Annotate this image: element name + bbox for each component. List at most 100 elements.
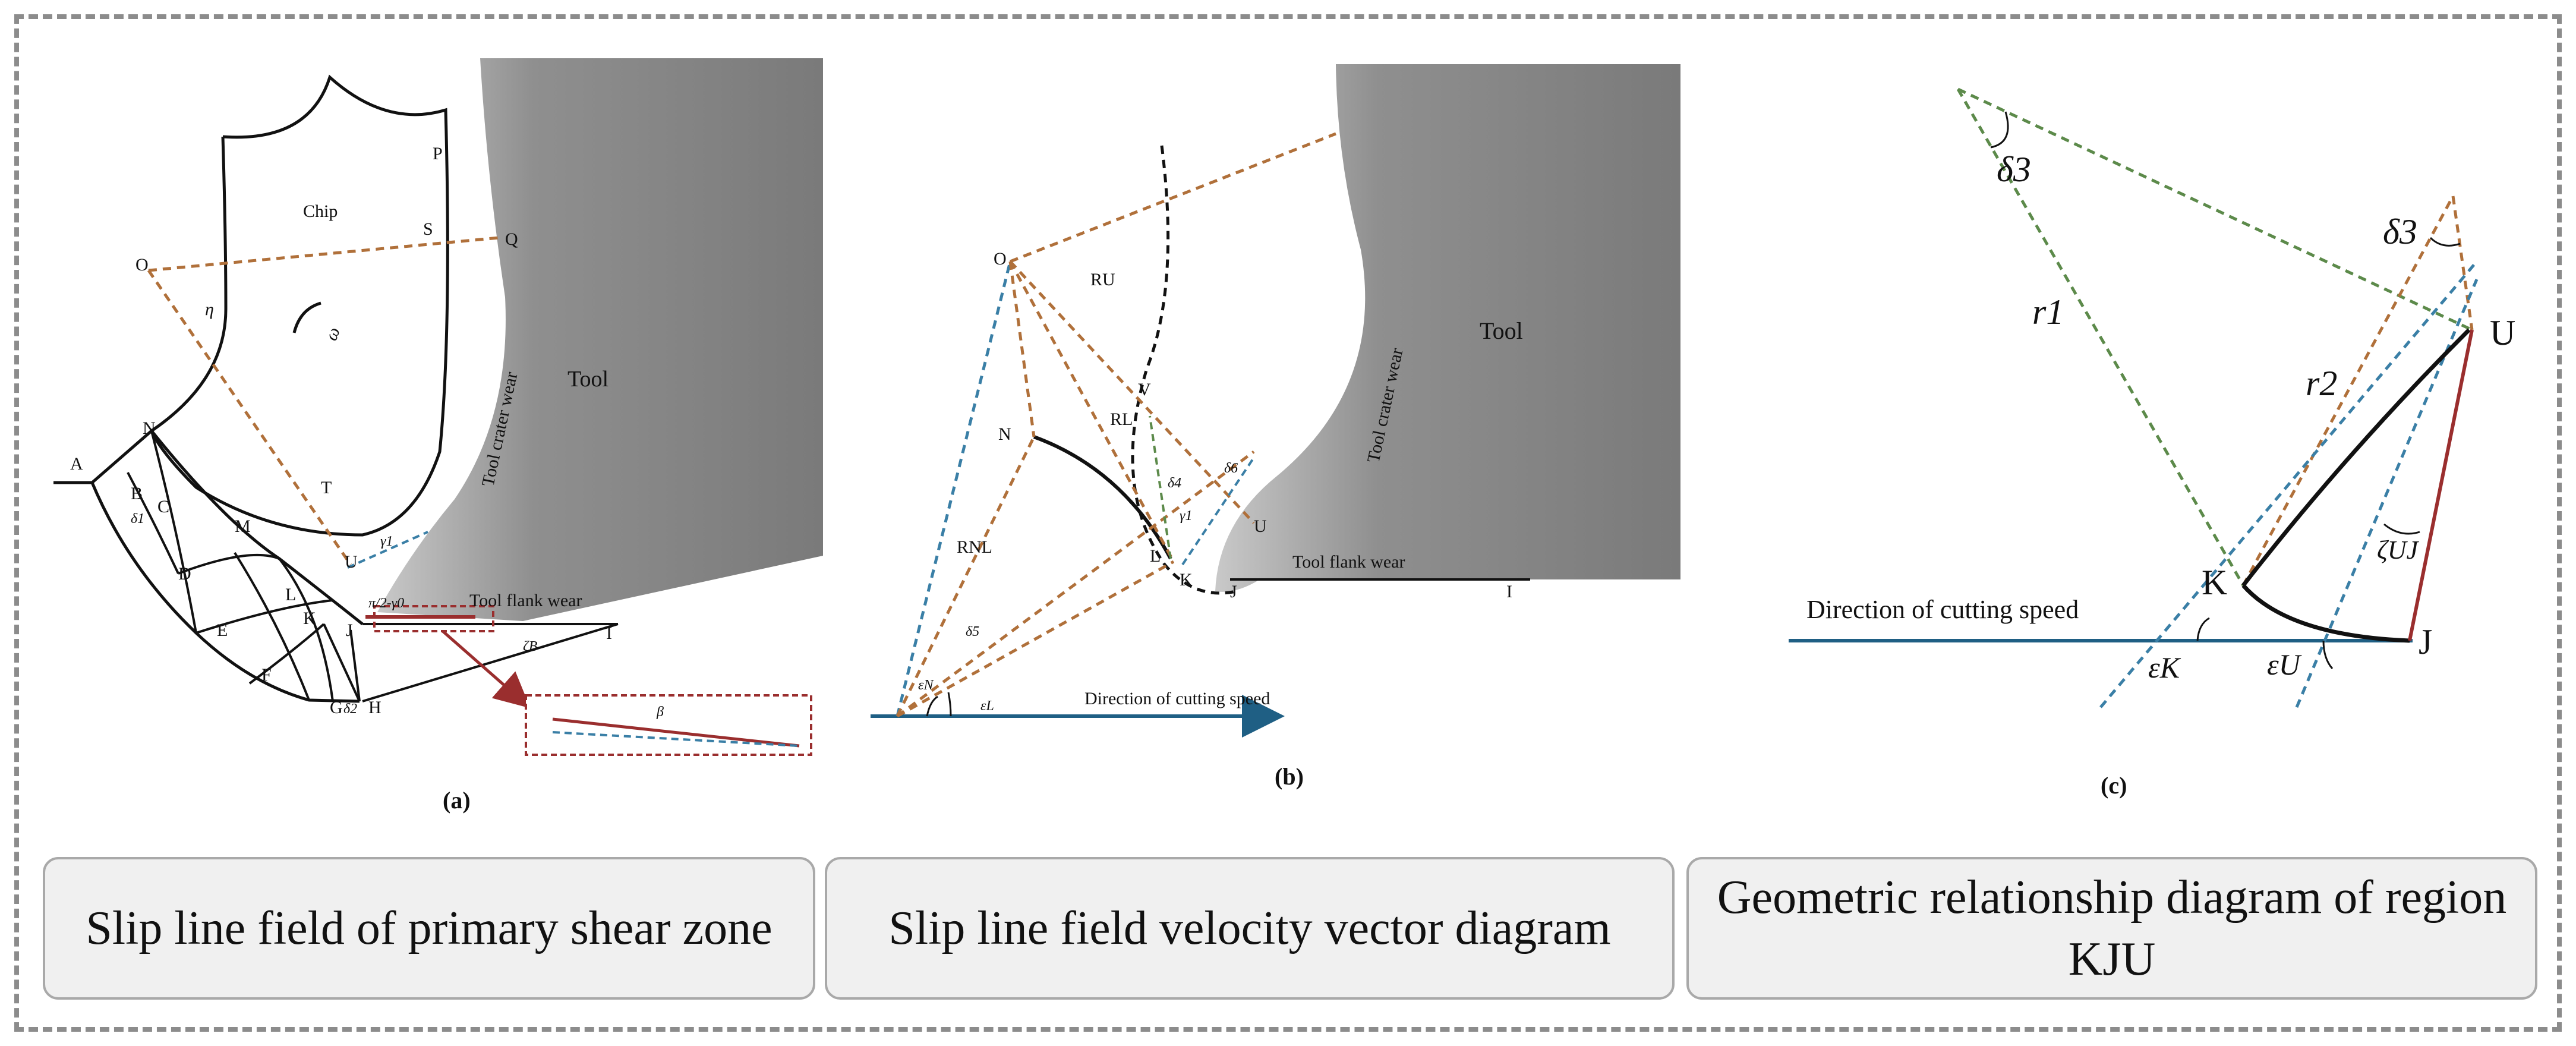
label-epsU: εU bbox=[2267, 648, 2302, 681]
label-B-a: B bbox=[131, 484, 143, 503]
inset-box bbox=[525, 694, 812, 756]
label-G-a: G bbox=[330, 698, 343, 717]
label-J-c: J bbox=[2419, 622, 2432, 661]
arc-delta3-right bbox=[2429, 237, 2461, 247]
angle-arc-b bbox=[926, 692, 952, 717]
label-N-b: N bbox=[998, 424, 1011, 444]
slip-line-mid5 bbox=[248, 623, 325, 685]
label-epsL: εL bbox=[980, 698, 994, 714]
label-L-b: L bbox=[1150, 546, 1161, 566]
label-r1: r1 bbox=[2032, 292, 2064, 332]
label-U-c: U bbox=[2490, 313, 2515, 352]
dashed-OQ bbox=[148, 236, 500, 272]
curve-KJ bbox=[2241, 584, 2410, 643]
arc-delta3-top bbox=[1990, 111, 2009, 149]
label-r2: r2 bbox=[2306, 364, 2337, 403]
label-delta2: δ2 bbox=[343, 701, 357, 717]
label-epsN: εN bbox=[918, 678, 934, 693]
label-delta6: δ6 bbox=[1224, 461, 1238, 476]
label-gamma1-b: γ1 bbox=[1180, 508, 1192, 524]
label-O-a: O bbox=[135, 255, 149, 275]
label-U-a: U bbox=[345, 552, 358, 572]
label-tool-b: Tool bbox=[1480, 317, 1523, 344]
label-beta: β bbox=[656, 704, 664, 720]
flank-wear-box bbox=[373, 605, 494, 632]
label-omega: ω bbox=[321, 324, 344, 343]
slip-line-outer bbox=[53, 429, 364, 625]
inset-blue-line bbox=[552, 731, 800, 747]
panel-c: δ3 δ3 r1 r2 U K J ζUJ εK εU Direction of… bbox=[1789, 87, 2515, 799]
label-tool-flank-wear-a: Tool flank wear bbox=[469, 591, 582, 610]
label-eta: η bbox=[205, 300, 214, 319]
dashed-O-to-N bbox=[1008, 261, 1036, 437]
dashed-O-to-U bbox=[1009, 260, 1255, 524]
label-direction-b: Direction of cutting speed bbox=[1084, 689, 1270, 708]
label-zeta-a: ζB bbox=[523, 639, 538, 654]
dashed-r2 bbox=[2241, 195, 2455, 587]
omega-arrow bbox=[292, 301, 321, 333]
label-P-a: P bbox=[433, 144, 443, 163]
label-epsK: εK bbox=[2148, 651, 2181, 684]
tool-body-b bbox=[1215, 64, 1680, 592]
label-K-b: K bbox=[1180, 570, 1193, 590]
label-chip: Chip bbox=[303, 201, 338, 221]
label-J-a: J bbox=[346, 620, 353, 640]
label-I-b: I bbox=[1506, 582, 1512, 601]
label-I-a: I bbox=[606, 623, 612, 643]
label-delta3-right: δ3 bbox=[2383, 212, 2417, 251]
slip-line-mid8 bbox=[323, 623, 361, 702]
label-tool-a: Tool bbox=[567, 367, 608, 392]
dashed-origin-to-L bbox=[896, 560, 1175, 718]
tool-body-a bbox=[377, 58, 823, 621]
slip-line-mid1 bbox=[150, 430, 197, 634]
label-RNL: RNL bbox=[957, 537, 992, 557]
label-M-a: M bbox=[235, 516, 251, 536]
panel-label-b: (b) bbox=[1275, 763, 1304, 790]
arc-epsK bbox=[2196, 617, 2210, 641]
label-RU: RU bbox=[1090, 270, 1115, 289]
dashed-top-to-U bbox=[1957, 87, 2473, 332]
panel-label-a: (a) bbox=[443, 787, 471, 814]
caption-box-a: Slip line field of primary shear zone bbox=[43, 857, 815, 1000]
dashed-origin-to-O bbox=[896, 261, 1012, 717]
label-L-a: L bbox=[285, 585, 296, 604]
label-K-c: K bbox=[2202, 563, 2227, 602]
label-angle-expr: π/2-γ0 bbox=[368, 596, 404, 611]
label-S-a: S bbox=[423, 219, 433, 239]
dashed-black-curve bbox=[1131, 145, 1237, 595]
label-V-b: V bbox=[1138, 380, 1151, 399]
flank-line-a bbox=[362, 623, 619, 702]
slip-line-mid6 bbox=[234, 552, 310, 701]
dashed-OU bbox=[147, 269, 352, 566]
dashed-green-b bbox=[1149, 415, 1172, 559]
label-J-b: J bbox=[1230, 582, 1237, 601]
label-U-b: U bbox=[1254, 516, 1267, 536]
label-E-a: E bbox=[217, 620, 228, 640]
dashed-origin-to-U bbox=[896, 450, 1255, 718]
label-H-a: H bbox=[368, 698, 381, 717]
label-delta3-top: δ3 bbox=[1997, 150, 2031, 189]
slip-line-mid7 bbox=[278, 557, 334, 702]
label-A-a: A bbox=[70, 454, 83, 474]
slip-line-mid4 bbox=[196, 599, 333, 634]
panel-label-c: (c) bbox=[2101, 772, 2127, 799]
label-tool-flank-wear-b: Tool flank wear bbox=[1292, 552, 1405, 572]
caption-box-b: Slip line field velocity vector diagram bbox=[825, 857, 1675, 1000]
inset-red-line bbox=[552, 717, 800, 748]
caption-text-c: Geometric relationship diagram of region… bbox=[1717, 871, 2507, 985]
line-JU bbox=[2408, 329, 2474, 641]
slip-line-mid3 bbox=[178, 553, 280, 575]
arc-zeta bbox=[2383, 523, 2420, 535]
label-O-b: O bbox=[994, 249, 1007, 269]
dashed-origin-to-N bbox=[896, 436, 1036, 717]
dashed-O-to-top bbox=[1010, 132, 1336, 263]
panel-b: Tool Tool crater wear Tool flank wear O … bbox=[871, 64, 1680, 790]
inset-arrow bbox=[442, 630, 531, 708]
label-zeta-c: ζUJ bbox=[2377, 535, 2420, 565]
figure-frame bbox=[14, 14, 2562, 1032]
dashed-r1 bbox=[1956, 88, 2245, 587]
label-Q-a: Q bbox=[505, 229, 518, 249]
label-direction-c: Direction of cutting speed bbox=[1806, 595, 2079, 624]
slip-line-mid2 bbox=[127, 472, 179, 574]
